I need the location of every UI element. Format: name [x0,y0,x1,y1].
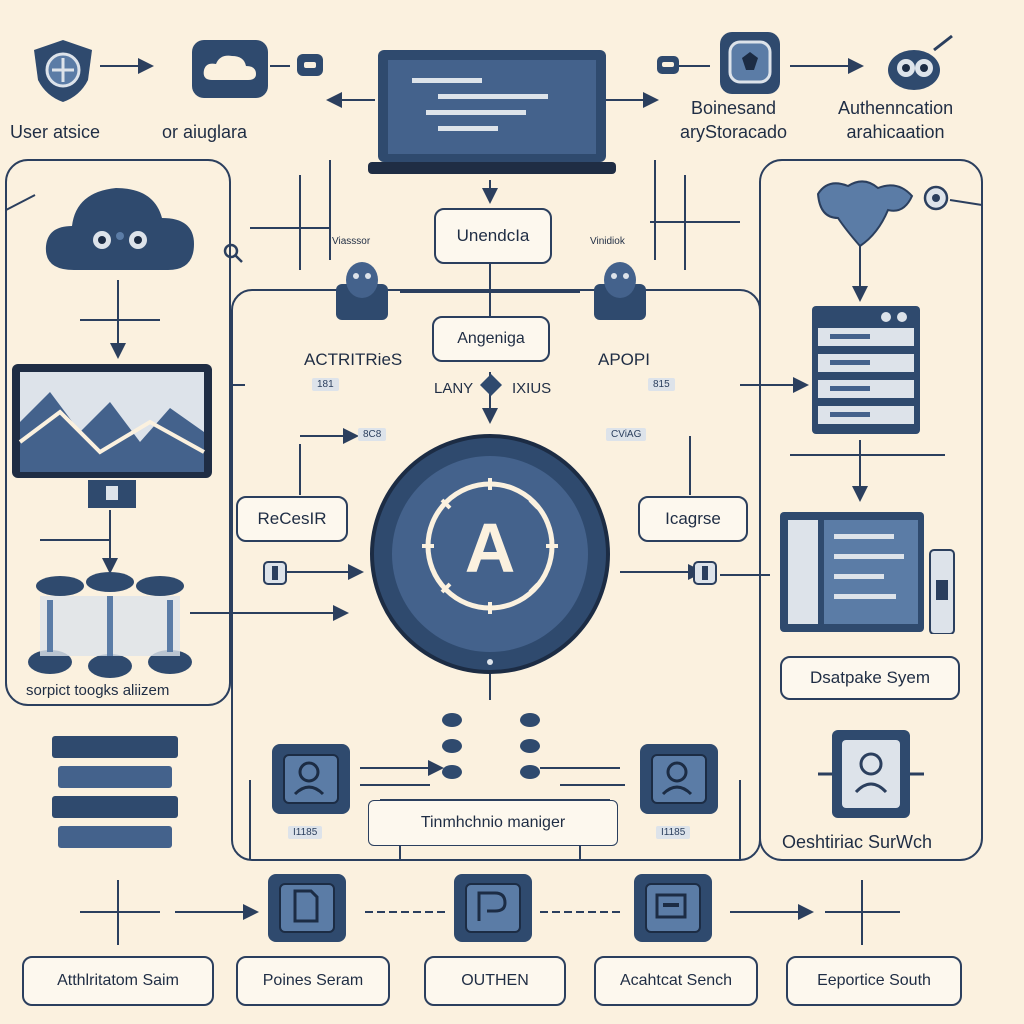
label-small-right: Vinidiok [590,236,625,247]
icagrse-node[interactable]: Icagrse [638,496,748,542]
access-card-icon [720,32,780,94]
datalake-node[interactable]: Dsatpake Syem [780,656,960,700]
bottom-box-1[interactable]: Atthlritatom Saim [22,956,214,1006]
tag-8c8: 8C8 [358,428,387,441]
manager-node[interactable]: Tinmhchnio maniger [368,800,618,846]
bottom-tile-3[interactable] [634,874,712,942]
central-hub-icon[interactable]: A [364,434,616,674]
label-sorpict: sorpict toogks aliizem [26,682,170,699]
laptop-console-icon [368,50,616,174]
right-user-tile[interactable] [640,744,718,814]
lock-badge-icon [297,54,323,76]
pin-icon [923,185,949,211]
label-orchestrator: Oeshtiriac SurWch [782,832,933,852]
cloud-icon [45,188,194,270]
search-icon [223,243,243,263]
left-agent-icon [336,262,388,320]
label-business: Boinesand aryStoracado [680,98,788,142]
recesir-node[interactable]: ReCesIR [236,496,348,542]
dashboard-window-icon [780,512,955,634]
database-cluster-icon [28,572,192,678]
tag-cviag: CViAG [606,428,647,441]
label-ixius: IXIUS [512,380,552,397]
left-frame [5,159,231,706]
label-auth: Authenncation arahicaation [838,98,954,142]
bottom-tile-1[interactable] [268,874,346,942]
unendcla-node[interactable]: UnendcIa [434,208,552,264]
server-rack-icon [812,306,920,434]
left-plug-icon [263,561,287,585]
bottom-box-4[interactable]: Acahtcat Sench [594,956,758,1006]
diamond-junction-icon [480,374,502,396]
label-apopi: APOPI [598,350,650,369]
tag-815: 815 [648,378,675,391]
user-icon [293,761,325,796]
user-icon [661,761,693,796]
hub-letter: A [465,509,516,587]
label-or: or aiuglara [162,122,248,142]
right-agent-icon [594,262,646,320]
bottom-box-5[interactable]: Eeportice South [786,956,962,1006]
drive-icon [657,56,679,74]
shield-icon [34,40,92,102]
bottom-box-3[interactable]: OUTHEN [424,956,566,1006]
terminal-icon [655,893,687,919]
label-actr: ACTRITRieS [304,350,403,369]
auth-bot-icon [888,34,953,90]
tag-i1185-right: I1185 [656,826,691,839]
tag-i1185-left: I1185 [288,826,323,839]
bottom-box-2[interactable]: Poines Seram [236,956,390,1006]
right-plug-icon [693,561,717,585]
label-user: User atsice [10,122,101,142]
label-lany: LANY [434,380,474,397]
tag-181: 181 [312,378,339,391]
cloud-storage-icon [192,40,268,98]
world-map-icon [816,180,914,248]
label-small-left: Viasssor [332,236,371,247]
server-stack-icon [52,736,178,848]
node-cluster-icon [442,713,540,779]
bottom-tile-2[interactable] [454,874,532,942]
left-user-tile[interactable] [272,744,350,814]
monitor-chart-icon [12,364,212,508]
document-icon [293,889,319,923]
key-icon [477,891,507,921]
chip-user-icon [818,730,924,818]
angeniga-node[interactable]: Angeniga [432,316,550,362]
